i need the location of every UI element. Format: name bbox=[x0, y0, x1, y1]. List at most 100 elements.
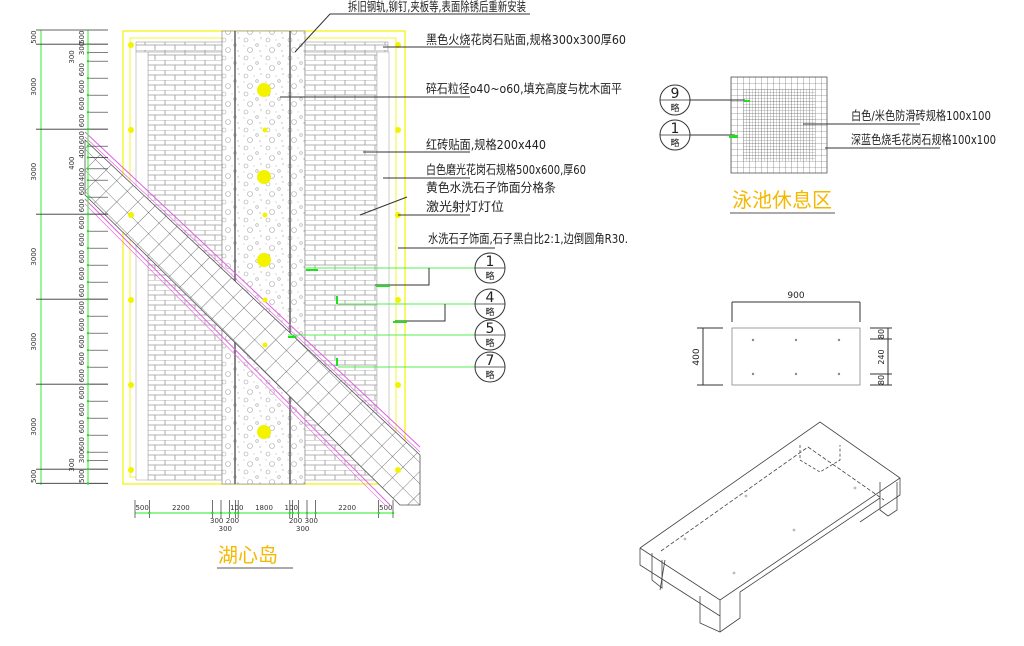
bench-width-dim: 900 bbox=[787, 291, 804, 301]
pool-callout-text: 白色/米色防滑砖规格100x100 bbox=[851, 108, 991, 123]
ruler-label: 600 bbox=[78, 131, 86, 144]
light-dot-large bbox=[257, 83, 271, 97]
marker-sub: 略 bbox=[670, 137, 679, 149]
callout-text: 激光射灯灯位 bbox=[426, 199, 504, 214]
ruler-label: 600 bbox=[78, 369, 86, 382]
ruler-label: 600 bbox=[78, 80, 86, 93]
light-dot-large bbox=[257, 253, 271, 267]
light-positions bbox=[128, 42, 401, 473]
bench-height-dim: 400 bbox=[692, 348, 702, 365]
light-dot bbox=[262, 297, 268, 303]
pool-fine-grid bbox=[743, 89, 815, 161]
light-dot-large bbox=[257, 170, 271, 184]
ruler-label: 600 bbox=[78, 233, 86, 246]
ruler-label: 300 bbox=[305, 517, 318, 525]
ruler-label: 3000 bbox=[30, 248, 38, 266]
light-dot bbox=[128, 382, 134, 388]
ruler-label: 600 bbox=[78, 250, 86, 263]
ruler-label: 2200 bbox=[172, 504, 190, 512]
callout-text: 白色磨光花岗石规格500x600,厚60 bbox=[426, 162, 586, 177]
marker-sub: 略 bbox=[485, 337, 494, 349]
granite-left-edge bbox=[135, 51, 149, 481]
detail-marker[interactable]: 7略 bbox=[474, 351, 506, 383]
ruler-label: 600 bbox=[78, 301, 86, 314]
light-dot bbox=[128, 297, 134, 303]
band-pink-edge-bottom-2 bbox=[84, 203, 386, 506]
callouts: 拆旧钢轨,铆钉,夹板等,表面除锈后重新安装 黑色火烧花岗石贴面,规格300x30… bbox=[280, 0, 628, 249]
band-pink-edge-bottom bbox=[84, 198, 391, 506]
light-dot bbox=[128, 467, 134, 473]
ruler-label: 300 bbox=[210, 517, 223, 525]
marker-number: 1 bbox=[486, 254, 495, 270]
ruler-label: 400 bbox=[78, 145, 86, 158]
light-dot bbox=[395, 467, 401, 473]
ruler-label: 600 bbox=[78, 114, 86, 127]
ruler-label: 600 bbox=[78, 420, 86, 433]
ruler-label: 600 bbox=[78, 97, 86, 110]
ruler-label: 600 bbox=[78, 284, 86, 297]
light-dot bbox=[262, 212, 268, 218]
ruler-label: 100 bbox=[285, 504, 298, 512]
ruler-label: 600 bbox=[78, 199, 86, 212]
ruler-label: 600 bbox=[78, 63, 86, 76]
callout-text: 水洗石子饰面,石子黑白比2:1,边倒圆角R30. bbox=[428, 231, 628, 246]
ruler-label: 600 bbox=[78, 437, 86, 450]
ruler-label: 500 bbox=[78, 30, 86, 43]
ruler-label: 200 bbox=[226, 517, 239, 525]
light-dot bbox=[128, 127, 134, 133]
ruler-label: 600 bbox=[78, 216, 86, 229]
marker-number: 1 bbox=[671, 121, 680, 137]
marker-number: 9 bbox=[671, 86, 680, 102]
bench-isometric bbox=[639, 421, 901, 633]
ruler-label: 500 bbox=[379, 504, 392, 512]
marker-sub: 略 bbox=[670, 102, 679, 114]
pool-rest-plan: 白色/米色防滑砖规格100x100 深蓝色烧毛花岗石规格100x100 bbox=[683, 76, 996, 174]
ruler-label: 600 bbox=[78, 318, 86, 331]
callout-text: 黄色水洗石子饰面分格条 bbox=[426, 180, 556, 195]
ruler-label: 600 bbox=[78, 386, 86, 399]
ruler-label: 600 bbox=[78, 182, 86, 195]
light-dot bbox=[395, 382, 401, 388]
ruler-label: 500 bbox=[78, 470, 86, 483]
marker-sub: 略 bbox=[485, 369, 494, 381]
detail-marker[interactable]: 5略 bbox=[474, 319, 506, 351]
ruler-label: 3000 bbox=[30, 78, 38, 96]
ruler-label: 400 bbox=[78, 168, 86, 181]
band-pink-edge-top-2 bbox=[84, 136, 421, 453]
marker-number: 5 bbox=[486, 321, 495, 337]
callout-text: 拆旧钢轨,铆钉,夹板等,表面除锈后重新安装 bbox=[348, 0, 526, 14]
marker-sub: 略 bbox=[485, 270, 494, 282]
light-dot bbox=[128, 212, 134, 218]
ruler-label: 500 bbox=[30, 470, 38, 483]
ruler-label: 300 bbox=[219, 525, 232, 533]
callout-text: 碎石粒径ο40~ο60,填充高度与枕木面平 bbox=[426, 81, 622, 96]
light-dot bbox=[395, 127, 401, 133]
ruler-label: 600 bbox=[78, 403, 86, 416]
callout-text: 黑色火烧花岗石贴面,规格300x300厚60 bbox=[426, 32, 626, 47]
ruler-label: 1800 bbox=[255, 504, 273, 512]
ruler-label: 300 bbox=[296, 525, 309, 533]
island-title: 湖心岛 bbox=[218, 543, 278, 567]
bench-middle-dim: 240 bbox=[877, 349, 886, 364]
ruler-label: 500 bbox=[30, 30, 38, 43]
detail-marker[interactable]: 1略 bbox=[659, 119, 691, 151]
bench-bottom-dim: 80 bbox=[877, 375, 886, 385]
pool-rest-title: 泳池休息区 bbox=[732, 188, 832, 212]
light-dot bbox=[395, 297, 401, 303]
ruler-label: 400 bbox=[68, 156, 76, 169]
bench-plan: 900 400 80 240 80 bbox=[692, 291, 892, 386]
left-dimension-ruler: 5003000300030003000300050050030030060060… bbox=[30, 29, 108, 485]
ruler-label: 300 bbox=[68, 50, 76, 63]
detail-marker[interactable]: 1略 bbox=[474, 252, 506, 284]
light-dot bbox=[262, 127, 268, 133]
detail-marker-leaders bbox=[288, 267, 475, 368]
detail-marker[interactable]: 9略 bbox=[659, 84, 691, 116]
ruler-label: 3000 bbox=[30, 333, 38, 351]
ruler-label: 2200 bbox=[338, 504, 356, 512]
detail-marker[interactable]: 4略 bbox=[474, 288, 506, 320]
ruler-label: 300 bbox=[68, 458, 76, 471]
diagonal-paving-band bbox=[84, 139, 421, 506]
